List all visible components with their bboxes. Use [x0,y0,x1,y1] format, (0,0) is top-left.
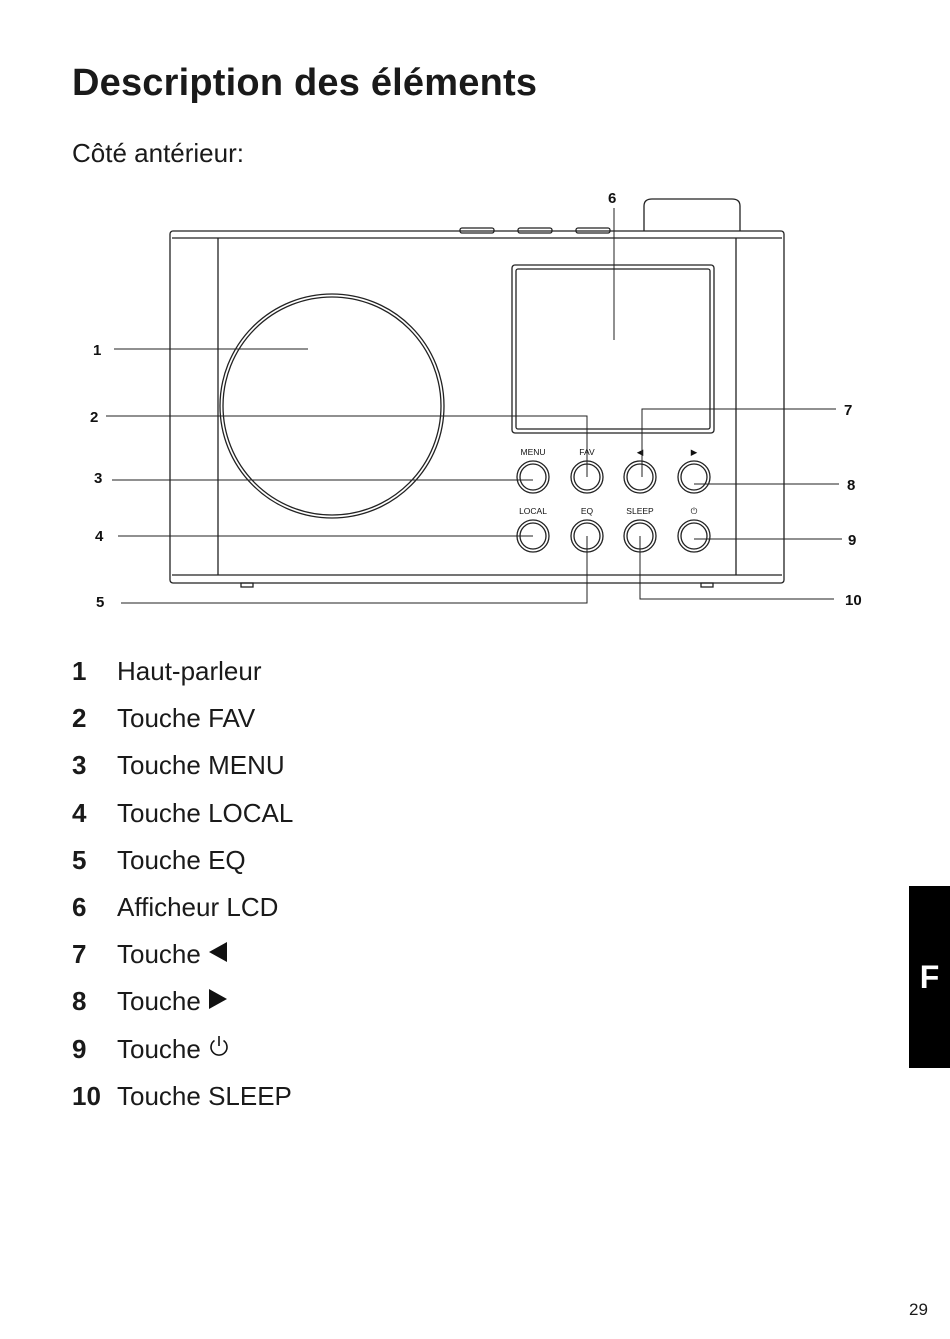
legend-number: 8 [72,986,87,1017]
power-icon [208,1034,230,1065]
callout-6: 6 [608,190,616,207]
legend-item: 4 Touche LOCAL [72,790,293,837]
leader-line-10 [639,536,834,600]
legend-item: 9 Touche [72,1026,293,1073]
next-triangle-icon [208,986,228,1017]
legend-text: Touche [117,986,201,1017]
prev-button-label: ◀ [637,447,644,457]
page-title: Description des éléments [72,62,538,104]
legend-item: 7 Touche [72,931,293,978]
power-button-label: ⏻ [691,506,698,516]
legend-number: 6 [72,892,87,923]
prev-button [623,460,657,494]
page-number: 29 [909,1300,928,1319]
legend-item: 2 Touche FAV [72,695,293,742]
sleep-button-label: SLEEP [626,506,654,516]
callout-9: 9 [848,532,856,549]
legend-item: 10 Touche SLEEP [72,1073,293,1120]
radio-housing [169,230,785,584]
legend-number: 3 [72,750,87,781]
leader-line-2 [106,415,588,477]
callout-8: 8 [847,477,855,494]
foot-left [240,582,254,588]
callout-5: 5 [96,594,104,611]
legend-text: Touche SLEEP [117,1080,292,1111]
legend-number: 4 [72,797,87,828]
leader-line-5 [121,536,588,604]
legend-item: 6 Afficheur LCD [72,884,293,931]
callout-7: 7 [844,402,852,419]
eq-button-label: EQ [581,506,594,516]
menu-button [516,460,550,494]
callout-1: 1 [93,342,101,359]
power-button [677,519,711,553]
local-button-label: LOCAL [519,506,547,516]
speaker-grille [219,293,445,519]
callout-3: 3 [94,470,102,487]
language-tab: F [909,886,950,1068]
section-subtitle: Côté antérieur: [72,138,244,168]
radio-front-diagram: MENU FAV ◀ ▶ LOCAL EQ SLEEP ⏻ 1 2 3 4 5 … [90,190,862,611]
legend-number: 10 [72,1080,101,1111]
volume-knob [643,198,741,231]
legend-number: 1 [72,656,87,687]
callout-2: 2 [90,409,98,426]
component-legend: 1 Haut-parleur 2 Touche FAV 3 Touche MENU 4… [72,648,293,1120]
legend-item: 1 Haut-parleur [72,648,293,695]
menu-button-label: MENU [520,447,545,457]
legend-text: Touche FAV [117,703,256,734]
callout-10: 10 [845,592,862,609]
legend-number: 9 [72,1033,87,1064]
legend-number: 5 [72,844,87,875]
legend-text: Afficheur LCD [117,892,279,923]
legend-item: 8 Touche [72,978,293,1025]
leader-line-7 [641,408,836,477]
legend-text: Touche LOCAL [117,797,294,828]
foot-right [700,582,714,588]
legend-text: Touche MENU [117,750,285,781]
legend-number: 7 [72,939,87,970]
lcd-display [511,264,715,434]
legend-text: Touche [117,939,201,970]
legend-item: 5 Touche EQ [72,837,293,884]
legend-text: Touche EQ [117,844,246,875]
callout-4: 4 [95,528,104,545]
legend-text: Touche [117,1033,201,1064]
legend-number: 2 [72,703,87,734]
next-button [677,460,711,494]
legend-text: Haut-parleur [117,656,262,687]
prev-triangle-icon [208,939,228,970]
next-button-label: ▶ [691,447,698,457]
legend-item: 3 Touche MENU [72,742,293,789]
